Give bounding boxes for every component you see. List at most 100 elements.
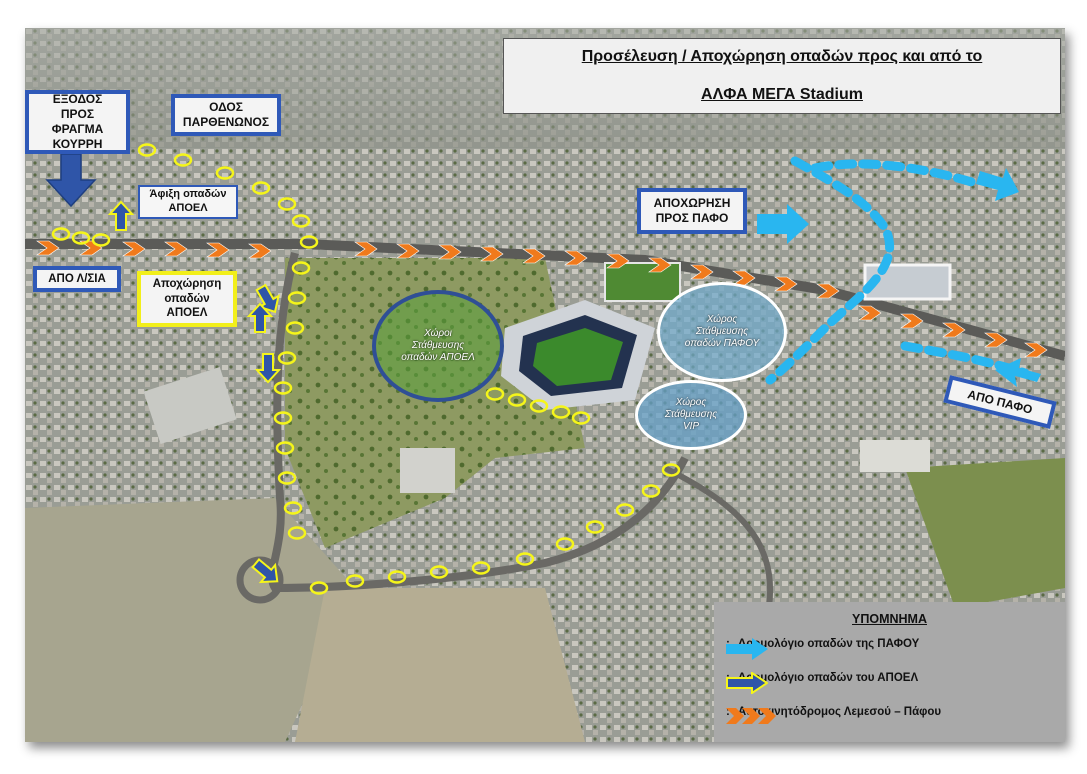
apoel-route-dot <box>387 570 407 584</box>
apoel-route-dot <box>615 503 635 517</box>
apoel-route-dot <box>215 166 235 180</box>
highway-chevron <box>1024 342 1048 358</box>
apoel-route-dot <box>429 565 449 579</box>
label-from-lefkosia: ΑΠΟ Λ/ΣΙΑ <box>33 266 121 292</box>
apoel-route-dot <box>485 387 505 401</box>
label-departure-pafos: ΑΠΟΧΩΡΗΣΗ ΠΡΟΣ ΠΑΦΟ <box>637 188 747 234</box>
apoel-route-dot <box>641 484 661 498</box>
legend-item-pafos: : Δρομολόγιο οπαδών της ΠΑΦΟΥ <box>726 638 920 660</box>
legend: ΥΠΟΜΝΗΜΑ : Δρομολόγιο οπαδών της ΠΑΦΟΥ :… <box>714 602 1065 742</box>
legend-item-highway-prefix: : <box>726 706 730 718</box>
apoel-route-dot <box>507 393 527 407</box>
arena-building <box>143 366 237 444</box>
legend-item-highway: : Αυτοκινητόδρομος Λεμεσού – Πάφου <box>726 706 942 724</box>
apoel-route-dot <box>529 399 549 413</box>
right-green <box>905 458 1065 608</box>
title-line-2: ΑΛΦΑ ΜΕΓΑ Stadium <box>701 86 863 103</box>
highway-chevron <box>248 243 272 259</box>
apoel-arrow-shape <box>107 200 135 231</box>
pafos-arrow-upper <box>976 168 1019 201</box>
label-departure-apoel-text: Αποχώρηση οπαδών ΑΠΟΕΛ <box>152 278 222 320</box>
highway-chevron <box>396 243 420 259</box>
apoel-route-arrow <box>246 302 274 333</box>
zone-apoel-parking-text: Χώροι Στάθμευσης οπαδών ΑΠΟΕΛ <box>401 328 475 363</box>
apoel-route-dot <box>287 291 307 305</box>
highway-chevron <box>858 305 882 321</box>
zone-apoel-parking: Χώροι Στάθμευσης οπαδών ΑΠΟΕΛ <box>372 290 504 402</box>
apoel-route-dot <box>71 231 91 245</box>
label-exit-kourri: ΕΞΟΔΟΣ ΠΡΟΣ ΦΡΑΓΜΑ ΚΟΥΡΡΗ <box>25 90 130 154</box>
pafos-route-line <box>765 156 895 385</box>
highway-chevron <box>480 246 504 262</box>
apoel-route-dot <box>299 235 319 249</box>
highway-chevron <box>606 253 630 269</box>
stadium <box>501 300 655 410</box>
south-road <box>663 465 774 629</box>
label-odos-parthenonos: ΟΔΟΣ ΠΑΡΘΕΝΩΝΟΣ <box>171 94 281 136</box>
apoel-route-dot <box>273 381 293 395</box>
highway-chevron <box>36 240 60 256</box>
apoel-route-dot <box>287 526 307 540</box>
label-exit-kourri-text: ΕΞΟΔΟΣ ΠΡΟΣ ΦΡΑΓΜΑ ΚΟΥΡΡΗ <box>51 92 104 151</box>
apoel-route-arrow <box>107 200 135 231</box>
apoel-route-dot <box>251 181 271 195</box>
apoel-route-dot <box>277 351 297 365</box>
apoel-route-dot <box>91 233 111 247</box>
apoel-route-dot <box>555 537 575 551</box>
apoel-route-arrow <box>255 283 280 314</box>
highway-chevron <box>984 332 1008 348</box>
label-departure-apoel: Αποχώρηση οπαδών ΑΠΟΕΛ <box>137 271 237 327</box>
apoel-route-dot <box>571 411 591 425</box>
highway-chevron <box>900 313 924 329</box>
label-from-lefkosia-text: ΑΠΟ Λ/ΣΙΑ <box>48 272 106 285</box>
legend-item-highway-text: Αυτοκινητόδρομος Λεμεσού – Πάφου <box>737 706 942 718</box>
highway-chevron <box>206 242 230 258</box>
highway-chevron <box>564 250 588 266</box>
apoel-route-dot <box>51 227 71 241</box>
highway-chevron <box>774 276 798 292</box>
apoel-route-dot <box>551 405 571 419</box>
apoel-route-dot <box>661 463 681 477</box>
legend-title: ΥΠΟΜΝΗΜΑ <box>852 612 927 626</box>
highway-chevron <box>354 241 378 257</box>
apoel-route-dot <box>273 411 293 425</box>
apoel-route-dot <box>585 520 605 534</box>
ring-road <box>268 251 689 593</box>
apoel-arrow-shape <box>246 302 274 333</box>
light-blue-arrow-icon <box>726 638 768 660</box>
exit-down-arrow <box>45 153 97 208</box>
legend-item-apoel-text: Δρομολόγιο οπαδών του ΑΠΟΕΛ <box>737 672 919 684</box>
apoel-route-dot <box>515 552 535 566</box>
aerial-map: Προσέλευση / Αποχώρηση οπαδών προς και α… <box>25 28 1065 742</box>
label-departure-pafos-text: ΑΠΟΧΩΡΗΣΗ ΠΡΟΣ ΠΑΦΟ <box>653 196 731 225</box>
legend-item-apoel: : Δρομολόγιο οπαδών του ΑΠΟΕΛ <box>726 672 919 694</box>
legend-item-pafos-text: Δρομολόγιο οπαδών της ΠΑΦΟΥ <box>737 638 920 650</box>
zone-vip-parking-text: Χώρος Στάθμευσης VIP <box>664 397 718 432</box>
highway-chevron <box>648 257 672 273</box>
apoel-route-arrow <box>254 353 282 384</box>
pafos-route-upper <box>810 159 980 188</box>
label-arrival-apoel-text: Άφιξη οπαδών ΑΠΟΕΛ <box>149 188 227 214</box>
sports-field <box>604 262 681 302</box>
apoel-route-dot <box>277 197 297 211</box>
highway-chevron <box>164 241 188 257</box>
apoel-route-dot <box>285 321 305 335</box>
apoel-route-dot <box>345 574 365 588</box>
highway-chevron <box>438 244 462 260</box>
apoel-route-dot <box>283 501 303 515</box>
apoel-route-arrow <box>251 558 279 584</box>
highway-chevron <box>122 241 146 257</box>
apoel-route-dot <box>471 561 491 575</box>
lower-middle-scrub <box>295 588 585 742</box>
highway-chevron <box>816 283 840 299</box>
label-odos-parthenonos-text: ΟΔΟΣ ΠΑΡΘΕΝΩΝΟΣ <box>182 100 270 129</box>
apoel-arrow-shape <box>254 353 282 384</box>
apoel-arrow-shape <box>251 558 279 584</box>
apoel-route-dot <box>291 261 311 275</box>
apoel-route-dot <box>137 143 157 157</box>
label-arrival-apoel: Άφιξη οπαδών ΑΠΟΕΛ <box>138 185 238 219</box>
zone-pafos-parking: Χώρος Στάθμευσης οπαδών ΠΑΦΟΥ <box>657 282 787 382</box>
apoel-arrow-shape <box>255 283 280 314</box>
apoel-route-dot <box>275 441 295 455</box>
highway-chevron <box>690 264 714 280</box>
